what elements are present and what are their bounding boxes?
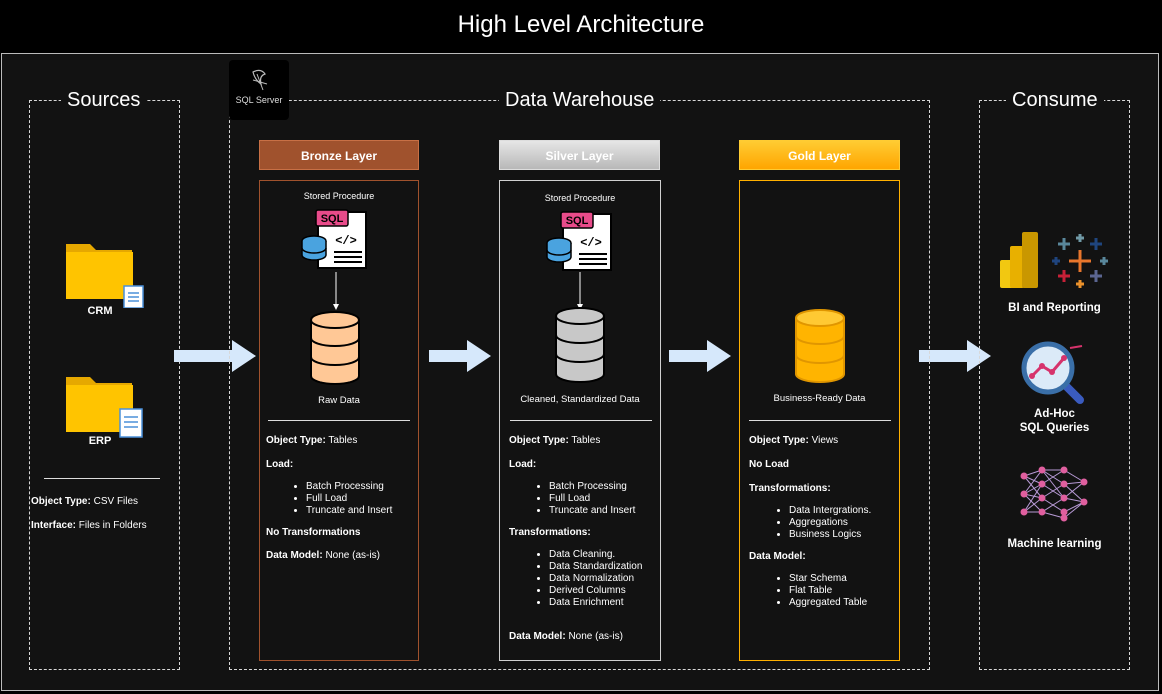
list-item: Batch Processing	[306, 481, 392, 493]
bronze-layer-box	[259, 180, 419, 661]
source-label-crm: CRM	[87, 305, 113, 317]
bronze-load-label: Load:	[266, 459, 294, 470]
consume-title: Consume	[1006, 89, 1104, 112]
list-item: Data Normalization	[549, 573, 642, 585]
bronze-procedure-label: Stored Procedure	[303, 191, 375, 201]
database-icon	[309, 310, 361, 391]
bronze-object-type: Object Type: Tables	[266, 435, 358, 446]
svg-text:</>: </>	[335, 234, 357, 248]
folder-icon	[64, 240, 146, 309]
divider	[510, 420, 652, 421]
list-item: Flat Table	[789, 585, 867, 597]
flow-arrow-icon	[429, 340, 491, 377]
list-item: Data Enrichment	[549, 597, 642, 609]
gold-object-type: Object Type: Views	[749, 435, 839, 446]
bi-reporting-icon	[998, 230, 1110, 297]
gold-load-label: No Load	[749, 459, 789, 470]
silver-transformations-label: Transformations:	[509, 527, 591, 538]
sources-object-type: Object Type: CSV Files	[31, 496, 139, 507]
list-item: Star Schema	[789, 573, 867, 585]
divider	[44, 478, 160, 479]
silver-object-type: Object Type: Tables	[509, 435, 601, 446]
consume-label-ml: Machine learning	[1007, 538, 1102, 550]
database-icon	[554, 306, 606, 389]
bronze-transformations: No Transformations	[266, 527, 361, 538]
consume-label-adhoc: Ad-Hoc SQL Queries	[1019, 408, 1090, 434]
list-item: Business Logics	[789, 529, 871, 541]
list-item: Aggregations	[789, 517, 871, 529]
gold-layer-header: Gold Layer	[739, 140, 900, 170]
bronze-data-model: Data Model: None (as-is)	[266, 550, 380, 561]
sources-interface: Interface: Files in Folders	[31, 520, 147, 531]
gold-layer-box	[739, 180, 900, 661]
gold-data-model-list: Star Schema Flat Table Aggregated Table	[749, 573, 867, 609]
list-item: Full Load	[549, 493, 635, 505]
silver-procedure-label: Stored Procedure	[544, 193, 616, 203]
list-item: Batch Processing	[549, 481, 635, 493]
list-item: Data Standardization	[549, 561, 642, 573]
silver-transformations-list: Data Cleaning. Data Standardization Data…	[509, 549, 642, 609]
bronze-db-caption: Raw Data	[318, 395, 360, 406]
svg-text:SQL: SQL	[321, 213, 344, 225]
sql-server-logo: SQL Server	[229, 60, 289, 120]
list-item: Data Intergrations.	[789, 505, 871, 517]
svg-text:</>: </>	[580, 236, 602, 250]
flow-arrow-icon	[919, 340, 991, 377]
database-icon	[794, 308, 846, 389]
consume-label-bi: BI and Reporting	[1008, 302, 1101, 314]
gold-transformations-list: Data Intergrations. Aggregations Busines…	[749, 505, 871, 541]
page-title: High Level Architecture	[457, 11, 705, 38]
list-item: Truncate and Insert	[306, 505, 392, 517]
sql-query-magnifier-icon	[1020, 340, 1086, 411]
silver-load-label: Load:	[509, 459, 537, 470]
bronze-layer-header: Bronze Layer	[259, 140, 419, 170]
sql-server-icon	[252, 69, 268, 91]
list-item: Derived Columns	[549, 585, 642, 597]
list-item: Truncate and Insert	[549, 505, 635, 517]
gold-transformations-label: Transformations:	[749, 483, 831, 494]
bronze-load-list: Batch Processing Full Load Truncate and …	[266, 481, 392, 517]
folder-icon	[64, 373, 146, 441]
silver-layer-box	[499, 180, 661, 661]
sql-server-logo-text: SQL Server	[235, 95, 283, 105]
flow-arrow-icon	[174, 340, 256, 377]
flow-connector	[333, 272, 339, 315]
neural-network-icon	[1020, 462, 1088, 531]
gold-data-model-label: Data Model:	[749, 551, 806, 562]
divider	[268, 420, 410, 421]
source-label-erp: ERP	[88, 435, 112, 447]
silver-layer-header: Silver Layer	[499, 140, 660, 170]
list-item: Full Load	[306, 493, 392, 505]
silver-load-list: Batch Processing Full Load Truncate and …	[509, 481, 635, 517]
stored-procedure-icon: SQL </>	[545, 210, 615, 277]
divider	[749, 420, 891, 421]
list-item: Data Cleaning.	[549, 549, 642, 561]
sources-title: Sources	[61, 89, 147, 112]
stored-procedure-icon: SQL </>	[300, 208, 370, 275]
gold-db-caption: Business-Ready Data	[773, 393, 866, 404]
list-item: Aggregated Table	[789, 597, 867, 609]
silver-data-model: Data Model: None (as-is)	[509, 631, 623, 642]
flow-arrow-icon	[669, 340, 731, 377]
svg-text:SQL: SQL	[566, 215, 589, 227]
warehouse-title: Data Warehouse	[499, 89, 661, 112]
silver-db-caption: Cleaned, Standardized Data	[520, 394, 640, 405]
